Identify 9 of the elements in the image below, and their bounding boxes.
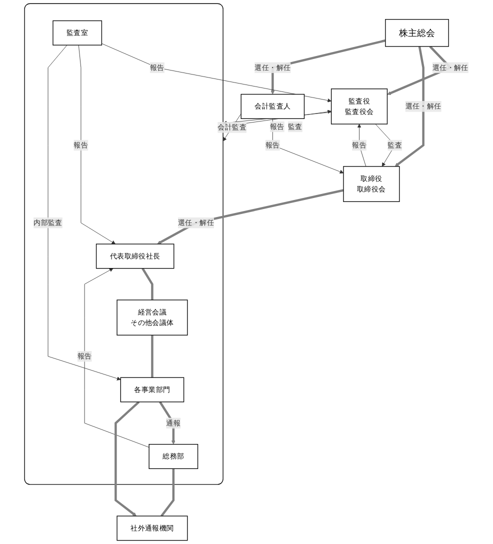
connector: [142, 268, 154, 300]
arrow: [114, 401, 140, 516]
cluster: [24, 3, 224, 485]
connector: [160, 468, 175, 517]
arrow: [394, 46, 424, 167]
connector: [151, 335, 154, 378]
arrow: [157, 189, 344, 244]
node-box: 株主総会: [385, 19, 449, 47]
arrow: [159, 401, 176, 444]
